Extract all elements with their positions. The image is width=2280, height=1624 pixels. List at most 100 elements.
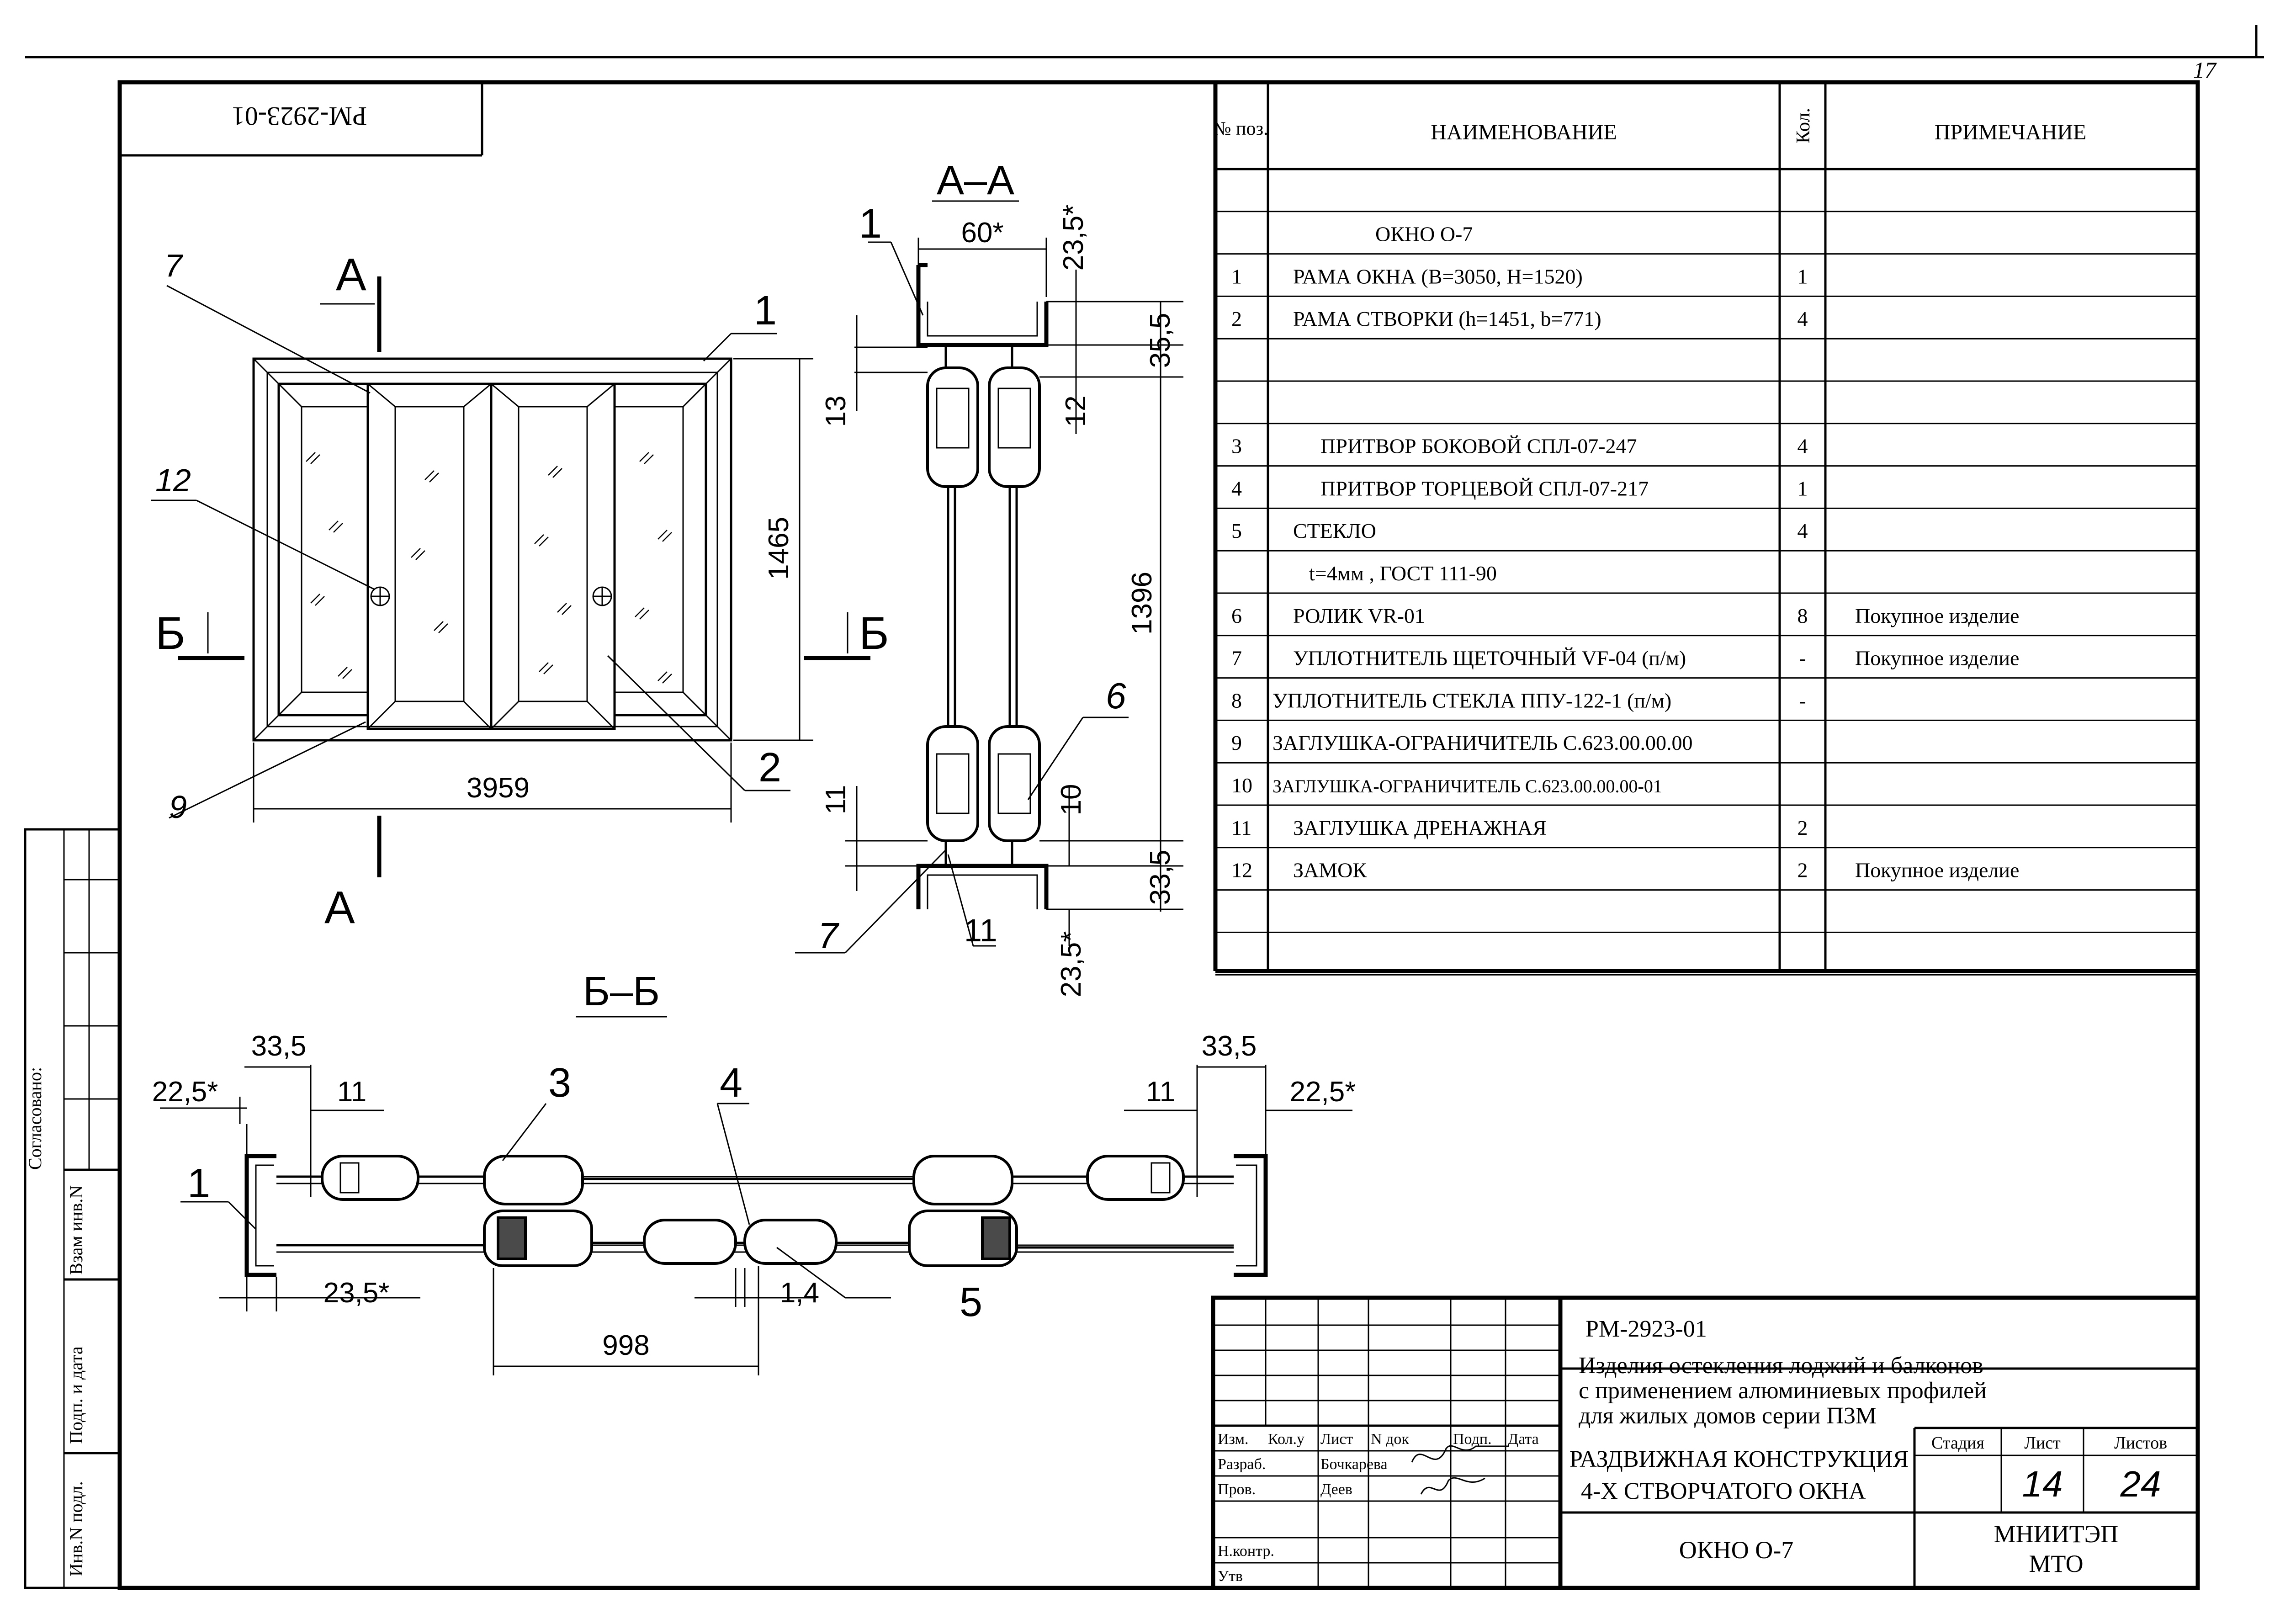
callout-1-bb: 1 xyxy=(187,1161,210,1206)
window-front-view xyxy=(151,276,870,877)
spec-cell-pos: 3 xyxy=(1231,435,1242,458)
dim-23-5-bottom: 23,5* xyxy=(1055,931,1087,998)
callout-1-front: 1 xyxy=(754,288,777,334)
stamp-inv-vzam: Взам инв.N xyxy=(66,1185,86,1275)
spec-header-pos-text: № поз. xyxy=(1213,118,1268,139)
callout-1-aa: 1 xyxy=(859,201,882,247)
tb-col-ndok: N док xyxy=(1371,1431,1409,1448)
callout-7: 7 xyxy=(818,915,839,956)
signature-prov xyxy=(1420,1477,1485,1495)
dim-33-5-left: 33,5 xyxy=(251,1030,307,1062)
tb-col-podp: Подп. xyxy=(1453,1431,1492,1448)
spec-cell-pos: 1 xyxy=(1231,265,1242,288)
spec-cell-qty: - xyxy=(1799,689,1806,712)
dim-33-5-vert: 33,5 xyxy=(1145,850,1176,905)
spec-cell-pos: 11 xyxy=(1231,816,1251,839)
tb-project-3: для жилых домов серии П3М xyxy=(1579,1403,1877,1429)
dim-23-5-top: 23,5* xyxy=(1058,205,1089,271)
spec-cell-name: ОКНО О-7 xyxy=(1375,223,1473,246)
spec-cell-name: ЗАМОК xyxy=(1293,859,1367,882)
tb-project-1: Изделия остекления лоджий и балконов xyxy=(1579,1353,1983,1379)
spec-table-grid xyxy=(1213,82,2198,973)
tb-role-razrab: Разраб. xyxy=(1218,1456,1266,1473)
tb-code: РМ-2923-01 xyxy=(1585,1316,1707,1342)
tb-name-prov: Деев xyxy=(1320,1481,1352,1498)
spec-cell-name: t=4мм , ГОСТ 111-90 xyxy=(1309,562,1497,585)
dim-11-left: 11 xyxy=(337,1076,366,1108)
callout-9: 7 xyxy=(164,248,184,283)
spec-header-qty: Кол. xyxy=(1793,108,1814,143)
dim-1396: 1396 xyxy=(1126,572,1158,635)
spec-cell-note: Покупное изделие xyxy=(1855,859,2019,882)
spec-cell-name: ПРИТВОР ТОРЦЕВОЙ СПЛ-07-217 xyxy=(1320,477,1649,500)
spec-cell-pos: 12 xyxy=(1231,859,1252,882)
dim-22-5-right: 22,5* xyxy=(1290,1076,1356,1108)
cut-a-top: А xyxy=(336,249,366,300)
dim-12: 12 xyxy=(1060,396,1092,427)
spec-cell-pos: 7 xyxy=(1231,647,1242,670)
callout-6: 6 xyxy=(1106,675,1126,716)
spec-cell-name: ПРИТВОР БОКОВОЙ СПЛ-07-247 xyxy=(1320,435,1637,458)
dim-11: 11 xyxy=(820,785,852,814)
cut-a-bottom: А xyxy=(324,882,355,933)
callout-4: 4 xyxy=(720,1060,742,1106)
top-drawing-code: РМ-2923-01 xyxy=(232,101,367,131)
tb-name-razrab: Бочкарева xyxy=(1320,1456,1388,1473)
spec-cell-pos: 10 xyxy=(1231,774,1252,797)
callout-2: 2 xyxy=(758,745,781,791)
callout-3: 3 xyxy=(548,1060,571,1106)
tb-role-utv: Утв xyxy=(1218,1568,1243,1585)
spec-cell-name: ЗАГЛУШКА ДРЕНАЖНАЯ xyxy=(1293,816,1547,839)
tb-org-2: МТО xyxy=(2029,1550,2083,1577)
spec-cell-note: Покупное изделие xyxy=(1855,647,2019,670)
spec-cell-qty: 8 xyxy=(1797,604,1808,627)
dim-23-5-bb: 23,5* xyxy=(323,1277,390,1309)
spec-cell-name: РАМА СТВОРКИ (h=1451, b=771) xyxy=(1293,307,1601,330)
spec-cell-qty: 1 xyxy=(1797,265,1808,288)
stamp-inv-podl: Инв.N подл. xyxy=(66,1481,86,1576)
spec-cell-name: РОЛИК VR-01 xyxy=(1293,604,1425,627)
tb-sheet-label: Лист xyxy=(2024,1433,2061,1453)
tb-sheets-label: Листов xyxy=(2114,1433,2167,1453)
dim-1-4: 1,4 xyxy=(780,1277,819,1309)
tb-stage-label: Стадия xyxy=(1931,1433,1984,1453)
left-stamp xyxy=(24,828,121,1589)
tb-col-data: Дата xyxy=(1508,1431,1539,1448)
tb-role-prov: Пров. xyxy=(1218,1481,1256,1498)
tb-sheet-no: 14 xyxy=(2022,1464,2063,1504)
section-bb xyxy=(160,1016,1352,1375)
tb-role-nkontr: Н.контр. xyxy=(1218,1543,1274,1560)
spec-cell-name: РАМА ОКНА (В=3050, Н=1520) xyxy=(1293,265,1583,288)
spec-cell-qty: 4 xyxy=(1797,435,1808,458)
callout-10: 9 xyxy=(169,789,187,825)
dim-13: 13 xyxy=(820,396,852,427)
section-bb-title: Б–Б xyxy=(583,969,660,1014)
spec-header-note: ПРИМЕЧАНИЕ xyxy=(1935,120,2087,144)
corner-mark: 17 xyxy=(2193,57,2217,83)
spec-cell-pos: 9 xyxy=(1231,731,1242,754)
cut-b-left: Б xyxy=(155,608,186,659)
spec-cell-name: СТЕКЛО xyxy=(1293,519,1376,542)
spec-cell-name: ЗАГЛУШКА-ОГРАНИЧИТЕЛЬ С.623.00.00.00 xyxy=(1273,731,1692,754)
callout-12: 12 xyxy=(155,462,191,498)
spec-cell-qty: 4 xyxy=(1797,307,1808,330)
signature-razrab xyxy=(1411,1445,1508,1463)
spec-cell-pos: 6 xyxy=(1231,604,1242,627)
title-block-grid xyxy=(1211,1295,2200,1590)
callout-5: 5 xyxy=(960,1279,982,1325)
callout-11: 11 xyxy=(964,913,997,948)
tb-project-2: с применением алюминиевых профилей xyxy=(1579,1378,1987,1404)
spec-cell-pos: 5 xyxy=(1231,519,1242,542)
tb-title-2: 4-Х СТВОРЧАТОГО ОКНА xyxy=(1581,1478,1866,1504)
spec-cell-pos: 4 xyxy=(1231,477,1242,500)
dim-60: 60* xyxy=(961,217,1003,249)
section-aa-title: А–А xyxy=(937,158,1014,203)
dim-1465: 1465 xyxy=(763,517,795,580)
section-aa xyxy=(795,200,1183,954)
spec-header-name: НАИМЕНОВАНИЕ xyxy=(1431,120,1617,144)
dim-10: 10 xyxy=(1055,784,1087,816)
stamp-sign-date: Подп. и дата xyxy=(66,1346,86,1444)
spec-cell-qty: 1 xyxy=(1797,477,1808,500)
